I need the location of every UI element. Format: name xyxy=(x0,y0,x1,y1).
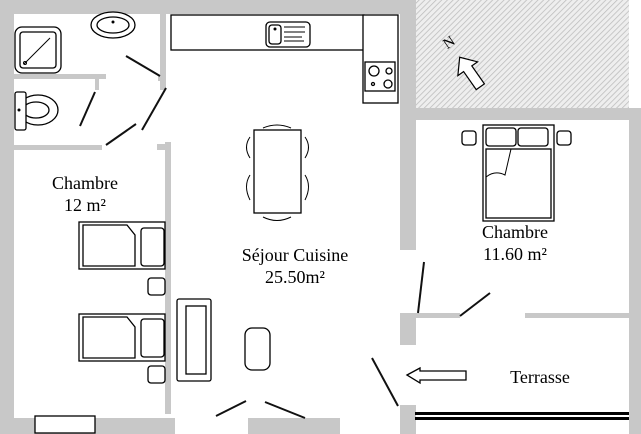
double-bed xyxy=(461,124,572,222)
single-bed-1 xyxy=(78,221,166,296)
room-name: Chambre xyxy=(482,222,548,242)
shower-icon xyxy=(14,26,62,74)
north-arrow-icon xyxy=(457,56,486,91)
room-label-terrasse: Terrasse xyxy=(510,367,570,387)
room-label-chambre-1: Chambre 12 m² xyxy=(30,172,140,216)
kitchen-counter xyxy=(170,14,399,104)
terrace-railing xyxy=(415,412,629,415)
entrance-arrow-icon xyxy=(405,366,467,385)
exterior-hatched-area xyxy=(416,0,629,108)
sofa xyxy=(154,298,212,382)
room-area: 11.60 m² xyxy=(483,244,547,264)
room-area: 12 m² xyxy=(64,195,106,215)
doors xyxy=(79,55,491,419)
toilet-icon xyxy=(14,91,59,131)
room-name: Chambre xyxy=(52,173,118,193)
room-name: Séjour Cuisine xyxy=(241,245,349,265)
room-label-sejour: Séjour Cuisine 25.50m² xyxy=(215,244,375,288)
room-label-chambre-2: Chambre 11.60 m² xyxy=(455,221,575,265)
cooktop-icon xyxy=(364,61,396,92)
window-sill xyxy=(34,415,96,434)
dining-table xyxy=(246,124,309,221)
sink-icon xyxy=(90,11,136,39)
coffee-table xyxy=(244,327,271,371)
single-bed-2 xyxy=(78,313,166,384)
room-area: 25.50m² xyxy=(265,267,325,287)
